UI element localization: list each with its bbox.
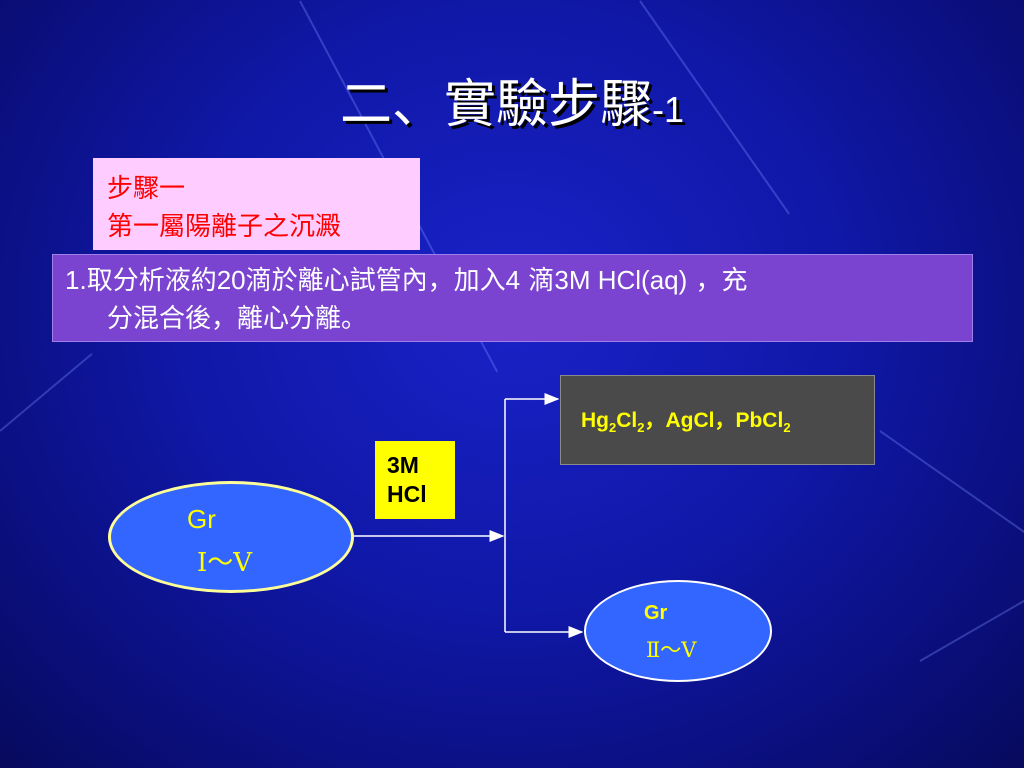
instruction-text: 滴 (520, 266, 555, 296)
separator: ， (714, 409, 736, 432)
precipitate-box: Hg2Cl2，AgCl，PbCl2 (560, 375, 875, 465)
step-label-line1: 步驟一 (107, 174, 186, 204)
instruction-value: 4 (505, 265, 521, 295)
reagent-line2: HCl (387, 481, 427, 507)
reagent-box: 3M HCl (375, 441, 455, 519)
instruction-box: 1.取分析液約20滴於離心試管內，加入4 滴3M HCl(aq) ，充 分混合後… (52, 254, 973, 342)
result-group-label: Gr (644, 602, 668, 624)
instruction-number: 1. (65, 265, 87, 295)
subscript: 2 (783, 420, 791, 436)
slide-title: 二、實驗步驟-1 (0, 62, 1024, 137)
separator: ， (644, 409, 666, 432)
start-group-range: Ⅰ～Ⅴ (197, 548, 253, 578)
precipitate-formula: Hg (581, 409, 609, 432)
precipitate-formula: Cl (616, 409, 638, 432)
result-group-ellipse: Gr Ⅱ～Ⅴ (584, 580, 772, 682)
title-suffix: -1 (652, 89, 685, 130)
step-label-line2: 第一屬陽離子之沉澱 (107, 212, 342, 242)
result-group-range: Ⅱ～Ⅴ (646, 638, 697, 662)
precipitate-formula: AgCl (665, 409, 715, 432)
instruction-reagent: 3M HCl(aq) (554, 265, 688, 295)
instruction-line2: 分混合後，離心分離。 (107, 304, 368, 334)
reagent-line1: 3M (387, 452, 419, 478)
subscript: 2 (609, 420, 617, 436)
instruction-value: 20 (216, 265, 246, 295)
instruction-text: ，充 (687, 266, 748, 296)
start-group-ellipse: Gr Ⅰ～Ⅴ (108, 481, 354, 593)
start-group-label: Gr (187, 504, 216, 534)
instruction-text: 取分析液約 (86, 266, 217, 296)
subscript: 2 (637, 420, 645, 436)
instruction-line1: 1.取分析液約20滴於離心試管內，加入4 滴3M HCl(aq) ，充 (65, 261, 960, 300)
title-main: 二、實驗步驟 (339, 75, 652, 135)
precipitate-formula: PbCl (735, 409, 784, 432)
instruction-text: 滴於離心試管內，加入 (245, 266, 506, 296)
step-label-box: 步驟一 第一屬陽離子之沉澱 (93, 158, 420, 250)
